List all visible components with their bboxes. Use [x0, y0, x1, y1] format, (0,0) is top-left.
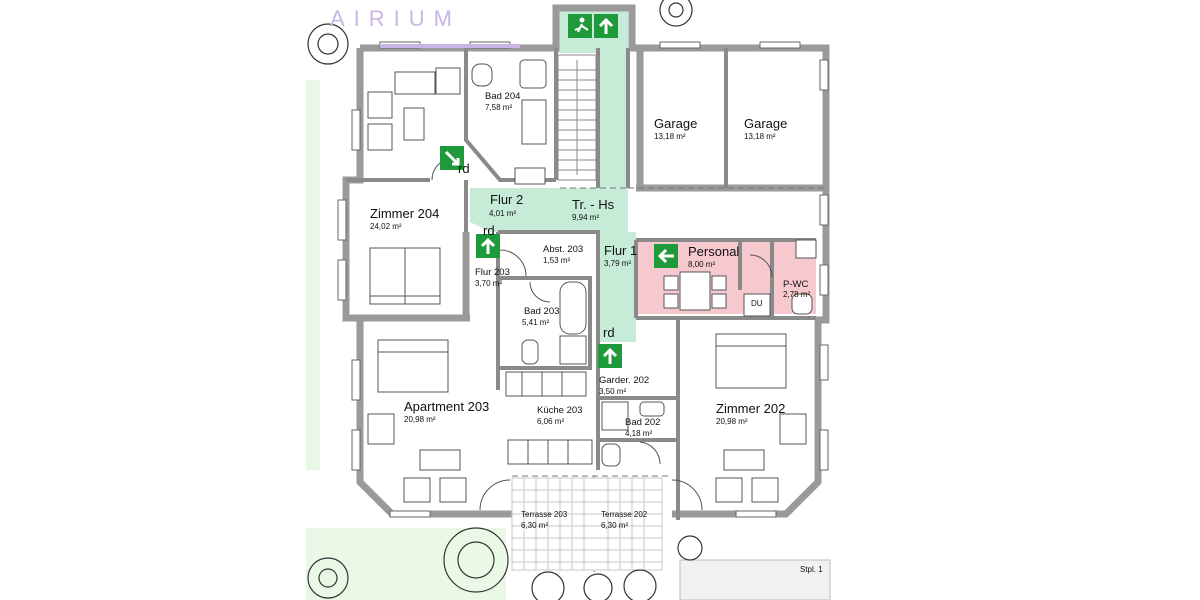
exit-signs	[440, 14, 678, 368]
lawn-bottom-left	[306, 528, 506, 600]
terrace-tiles	[511, 477, 663, 571]
parking-area	[679, 559, 831, 600]
staircase	[557, 54, 597, 181]
door-swings	[431, 157, 773, 511]
trees	[307, 0, 703, 600]
walls-inner	[346, 48, 816, 520]
lawn-left	[306, 80, 320, 470]
furniture	[367, 59, 817, 503]
